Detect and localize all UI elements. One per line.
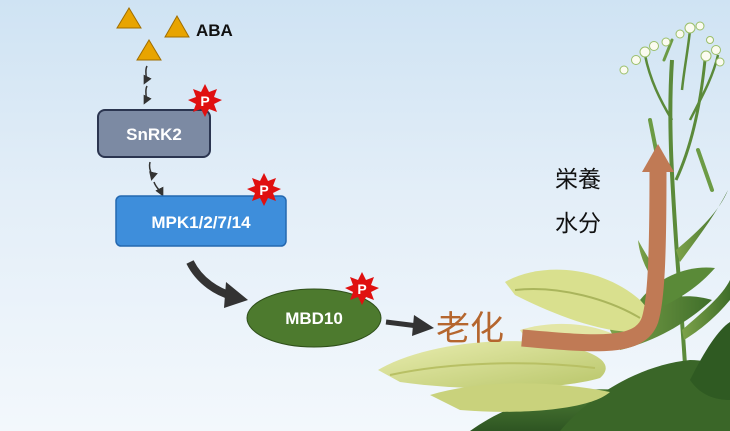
transport-label-nutrients: 栄養 (555, 167, 601, 193)
aba-triangle (116, 7, 142, 29)
senescence-label: 老化 (436, 309, 504, 349)
transport-arrow (521, 144, 674, 352)
phospho-badge-mpk: P (247, 173, 281, 206)
phospho-badge-snrk2: P (188, 84, 222, 117)
arrow-mbd10-to-senescence (385, 315, 434, 336)
mpk-label: MPK1/2/7/14 (151, 213, 251, 232)
aba-label: ABA (196, 21, 233, 40)
phospho-label: P (200, 93, 209, 109)
plant-illustration (378, 21, 730, 431)
phospho-badge-mbd10: P (345, 272, 379, 305)
mpk-node: MPK1/2/7/14 (115, 195, 287, 247)
snrk2-label: SnRK2 (126, 125, 182, 144)
arrow-mpk-to-mbd10 (186, 260, 248, 308)
transport-label-water: 水分 (555, 211, 601, 237)
snrk2-node: SnRK2 (97, 109, 211, 158)
mbd10-label: MBD10 (285, 309, 343, 328)
aba-triangle (164, 14, 190, 38)
aba-molecules (116, 7, 190, 61)
aba-triangle (136, 39, 162, 61)
mbd10-node: MBD10 (246, 288, 382, 348)
arrow-aba-to-snrk2 (143, 65, 152, 105)
phospho-label: P (259, 182, 268, 198)
phospho-label: P (357, 281, 366, 297)
arrow-snrk2-to-mpk (148, 161, 164, 197)
